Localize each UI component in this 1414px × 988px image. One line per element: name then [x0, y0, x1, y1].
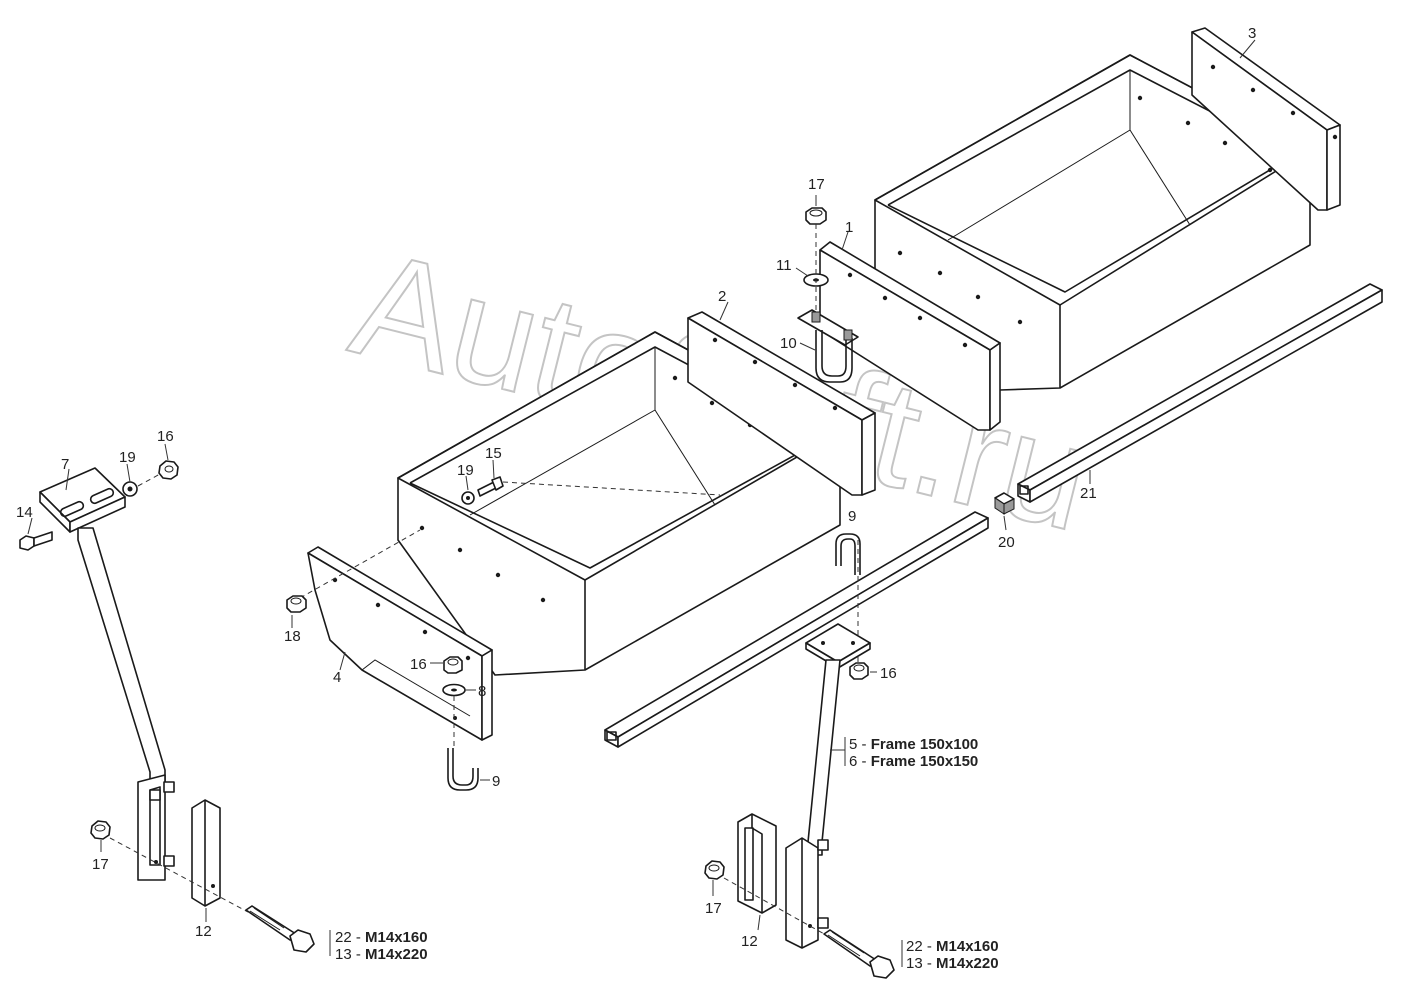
spec-bolt-right-prefix-2: 13 -	[906, 955, 936, 972]
callout-12-right: 12	[741, 933, 758, 950]
callout-11: 11	[776, 257, 792, 274]
spec-frame: 5 - Frame 150x100 6 - Frame 150x150	[849, 736, 978, 770]
nut-17-top	[805, 207, 827, 225]
washer-8	[442, 683, 466, 697]
callout-2: 2	[718, 288, 726, 305]
callout-7: 7	[61, 456, 69, 473]
callout-16-center: 16	[410, 656, 427, 673]
callout-1: 1	[845, 219, 853, 236]
callout-8: 8	[478, 683, 486, 700]
callout-9-upper: 9	[848, 508, 856, 525]
nut-17-left	[90, 820, 111, 840]
nut-17-right	[704, 860, 725, 880]
clamp-12-right	[737, 813, 777, 914]
spec-bolt-left-value-2: M14x220	[365, 946, 428, 963]
callout-16-left: 16	[157, 428, 174, 445]
clamp-12-left	[191, 799, 221, 907]
end-plate-2	[687, 311, 876, 496]
end-plate-3	[1191, 27, 1341, 211]
callout-17-left: 17	[92, 856, 109, 873]
callout-16-right: 16	[880, 665, 897, 682]
spec-frame-value-2: Frame 150x150	[871, 753, 979, 770]
callout-12-left: 12	[195, 923, 212, 940]
callout-19-inner: 19	[457, 462, 474, 479]
bolt-14	[19, 531, 53, 551]
spec-bolt-right-value-2: M14x220	[936, 955, 999, 972]
callout-18: 18	[284, 628, 301, 645]
svg-text:13 - M14x220: 13 - M14x220	[906, 955, 999, 972]
frame-beam-5-6	[604, 511, 989, 748]
washer-19-left	[122, 481, 138, 497]
callout-20: 20	[998, 534, 1015, 551]
spec-bolt-right-value-1: M14x160	[936, 938, 999, 955]
svg-text:22 - M14x160: 22 - M14x160	[906, 938, 999, 955]
spec-frame-prefix-2: 6 -	[849, 753, 871, 770]
side-plate-4	[307, 546, 493, 741]
bolt-long-right	[823, 929, 895, 979]
nut-16-right	[849, 662, 869, 680]
spec-bolts-right: 22 - M14x160 13 - M14x220	[906, 938, 999, 972]
top-plate-7	[39, 467, 126, 533]
svg-text:22 - M14x160: 22 - M14x160	[335, 929, 428, 946]
nut-16-center	[443, 656, 463, 674]
callout-9-lower: 9	[492, 773, 500, 790]
svg-text:6 - Frame 150x150: 6 - Frame 150x150	[849, 753, 978, 770]
spec-bolt-left-prefix-2: 13 -	[335, 946, 365, 963]
spec-bolt-left-value-1: M14x160	[365, 929, 428, 946]
u-bolt-assembly-10	[797, 309, 859, 383]
callout-17-top: 17	[808, 176, 825, 193]
callout-3: 3	[1248, 25, 1256, 42]
plug-20	[994, 492, 1015, 515]
svg-text:5 - Frame 150x100: 5 - Frame 150x100	[849, 736, 978, 753]
nut-18	[286, 595, 307, 613]
spec-bolt-right-prefix-1: 22 -	[906, 938, 936, 955]
callout-4: 4	[333, 669, 341, 686]
callout-15: 15	[485, 445, 502, 462]
spec-frame-prefix-1: 5 -	[849, 736, 871, 753]
svg-text:13 - M14x220: 13 - M14x220	[335, 946, 428, 963]
tube-21	[1017, 283, 1383, 503]
callout-14: 14	[16, 504, 33, 521]
callout-17-right: 17	[705, 900, 722, 917]
u-bolt-9-lower	[447, 748, 479, 791]
spec-bolt-left-prefix-1: 22 -	[335, 929, 365, 946]
washer-19-inner	[461, 491, 475, 505]
spec-frame-value-1: Frame 150x100	[871, 736, 979, 753]
nut-16-left	[158, 460, 179, 480]
u-bolt-9-upper	[835, 533, 861, 575]
bolt-long-left	[245, 905, 315, 953]
leader-lines	[27, 39, 1256, 967]
spec-bolts-left: 22 - M14x160 13 - M14x220	[335, 929, 428, 963]
callout-19-left: 19	[119, 449, 136, 466]
callout-10: 10	[780, 335, 797, 352]
bolt-15	[477, 476, 504, 497]
callout-21: 21	[1080, 485, 1097, 502]
leg-right	[785, 659, 841, 949]
